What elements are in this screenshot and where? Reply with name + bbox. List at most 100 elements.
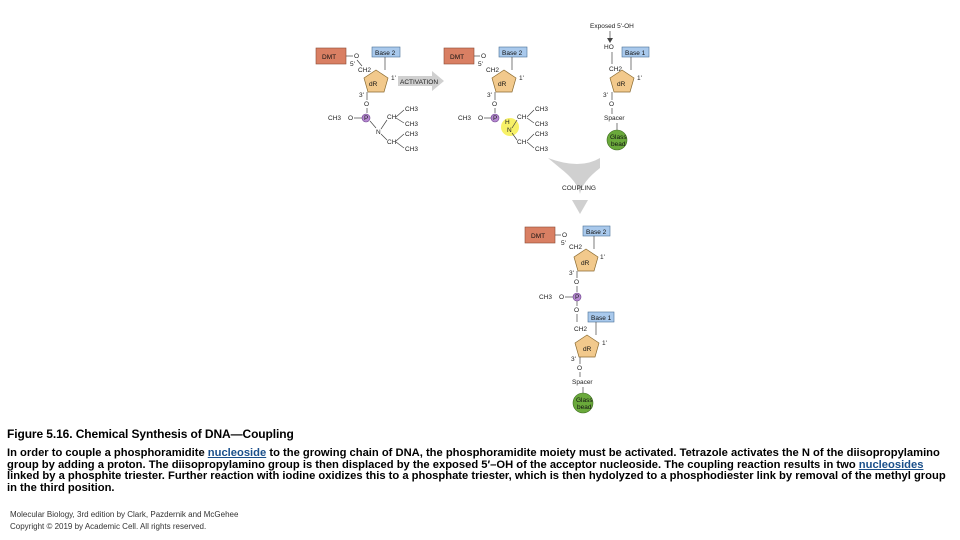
dr-label: dR — [498, 81, 507, 88]
deoxyribose-sugar — [573, 248, 599, 272]
coupling-arrow: COUPLING — [548, 158, 600, 214]
base1-box — [587, 311, 615, 323]
five-prime-label: 5' — [478, 61, 483, 68]
methyl-label: CH3 — [535, 131, 548, 138]
tetrazole-highlight — [501, 118, 519, 136]
ch2-label: CH2 — [486, 67, 499, 74]
oxygen-label: O — [492, 101, 497, 108]
ch2-label: CH2 — [574, 326, 587, 333]
glass-bead-label: bead — [611, 141, 626, 148]
one-prime-label: 1' — [519, 75, 524, 82]
dmt-label: DMT — [450, 54, 464, 61]
credit-copyright: Copyright © 2019 by Academic Cell. All r… — [10, 521, 207, 531]
methyl-label: CH3 — [458, 115, 471, 122]
nitrogen-label: N — [376, 129, 381, 136]
dr-label: dR — [617, 81, 626, 88]
ch-label: CH — [517, 139, 527, 146]
methyl-label: CH3 — [405, 106, 418, 113]
deoxyribose-sugar — [574, 334, 600, 358]
methyl-label: CH3 — [328, 115, 341, 122]
dr-label: dR — [583, 346, 592, 353]
methyl-label: CH3 — [535, 146, 548, 153]
dmt-label: DMT — [322, 54, 336, 61]
oxygen-label: O — [609, 101, 614, 108]
three-prime-label: 3' — [603, 92, 608, 99]
phosphorus-label: P — [575, 294, 579, 301]
figure-caption: In order to couple a phosphoramidite nuc… — [7, 447, 947, 494]
dmt-label: DMT — [531, 233, 545, 240]
oxygen-label: O — [481, 53, 486, 60]
spacer-label: Spacer — [572, 379, 593, 386]
hydroxyl-label: HO — [604, 44, 614, 51]
coupling-diagram: DMT O 5' CH2 Base 2 dR 1' 3' O CH3 O P N… — [315, 23, 650, 414]
oxygen-label: O — [574, 279, 579, 286]
five-prime-label: 5' — [350, 61, 355, 68]
activation-label: ACTIVATION — [400, 79, 438, 86]
methyl-label: CH3 — [405, 121, 418, 128]
base1-label: Base 1 — [591, 315, 612, 322]
glass-bead — [606, 129, 628, 151]
one-prime-label: 1' — [637, 75, 642, 82]
coupled-dinucleotide: DMT O 5' CH2 Base 2 dR 1' 3' O CH3 O P O… — [524, 225, 615, 414]
spacer-label: Spacer — [604, 115, 625, 122]
deoxyribose-sugar — [609, 69, 635, 93]
oxygen-label: O — [354, 53, 359, 60]
oxygen-label: O — [574, 307, 579, 314]
glass-bead — [572, 392, 594, 414]
exposed-oh-label: Exposed 5'-OH — [590, 23, 634, 30]
three-prime-label: 3' — [569, 270, 574, 277]
base1-label: Base 1 — [625, 50, 646, 57]
ch-label: CH — [517, 114, 527, 121]
ch-label: CH — [387, 114, 397, 121]
oxygen-label: O — [562, 232, 567, 239]
ch2-label: CH2 — [569, 244, 582, 251]
nucleosides-link[interactable]: nucleosides — [858, 458, 924, 471]
oxygen-label: O — [559, 294, 564, 301]
base2-box — [498, 46, 528, 58]
base1-box — [621, 46, 650, 58]
glass-bead-label: bead — [577, 404, 592, 411]
caption-text: to the growing chain of DNA, the phospho… — [7, 447, 940, 471]
methyl-label: CH3 — [539, 294, 552, 301]
one-prime-label: 1' — [600, 254, 605, 261]
caption-text: linked by a phosphite triester. Further … — [7, 470, 946, 494]
one-prime-label: 1' — [602, 340, 607, 347]
methyl-label: CH3 — [405, 131, 418, 138]
glass-bead-label: Glass — [576, 397, 593, 404]
oxygen-label: O — [577, 365, 582, 372]
coupling-label: COUPLING — [562, 185, 596, 192]
base2-label: Base 2 — [375, 50, 396, 57]
ch2-label: CH2 — [358, 67, 371, 74]
nitrogen-label: N — [507, 127, 512, 134]
glass-bead-label: Glass — [610, 134, 627, 141]
deoxyribose-sugar — [491, 69, 517, 93]
acceptor-nucleoside: Exposed 5'-OH HO Base 1 CH2 dR 1' 3' O S… — [590, 23, 650, 151]
one-prime-label: 1' — [391, 75, 396, 82]
dr-label: dR — [581, 260, 590, 267]
methyl-label: CH3 — [535, 121, 548, 128]
base2-label: Base 2 — [502, 50, 523, 57]
five-prime-label: 5' — [561, 240, 566, 247]
hydrogen-label: H — [505, 119, 510, 126]
phosphorus-atom — [361, 113, 371, 123]
ch-label: CH — [387, 139, 397, 146]
phosphorus-atom — [490, 113, 500, 123]
phosphorus-label: P — [493, 115, 497, 122]
phosphorus-label: P — [364, 115, 368, 122]
nucleoside-link[interactable]: nucleoside — [207, 447, 267, 459]
three-prime-label: 3' — [359, 92, 364, 99]
oxygen-label: O — [478, 115, 483, 122]
activated-phosphoramidite: DMT O 5' CH2 Base 2 dR 1' 3' O CH3 O P H… — [443, 46, 548, 153]
three-prime-label: 3' — [571, 356, 576, 363]
three-prime-label: 3' — [487, 92, 492, 99]
ch2-label: CH2 — [609, 66, 622, 73]
methyl-label: CH3 — [405, 146, 418, 153]
deoxyribose-sugar — [363, 69, 389, 93]
dr-label: dR — [369, 81, 378, 88]
base2-box — [582, 225, 611, 237]
activation-arrow: ACTIVATION — [398, 71, 444, 91]
oxygen-label: O — [364, 101, 369, 108]
credit-book: Molecular Biology, 3rd edition by Clark,… — [10, 510, 239, 519]
phosphoramidite-molecule: DMT O 5' CH2 Base 2 dR 1' 3' O CH3 O P N… — [315, 46, 418, 153]
base2-label: Base 2 — [586, 229, 607, 236]
